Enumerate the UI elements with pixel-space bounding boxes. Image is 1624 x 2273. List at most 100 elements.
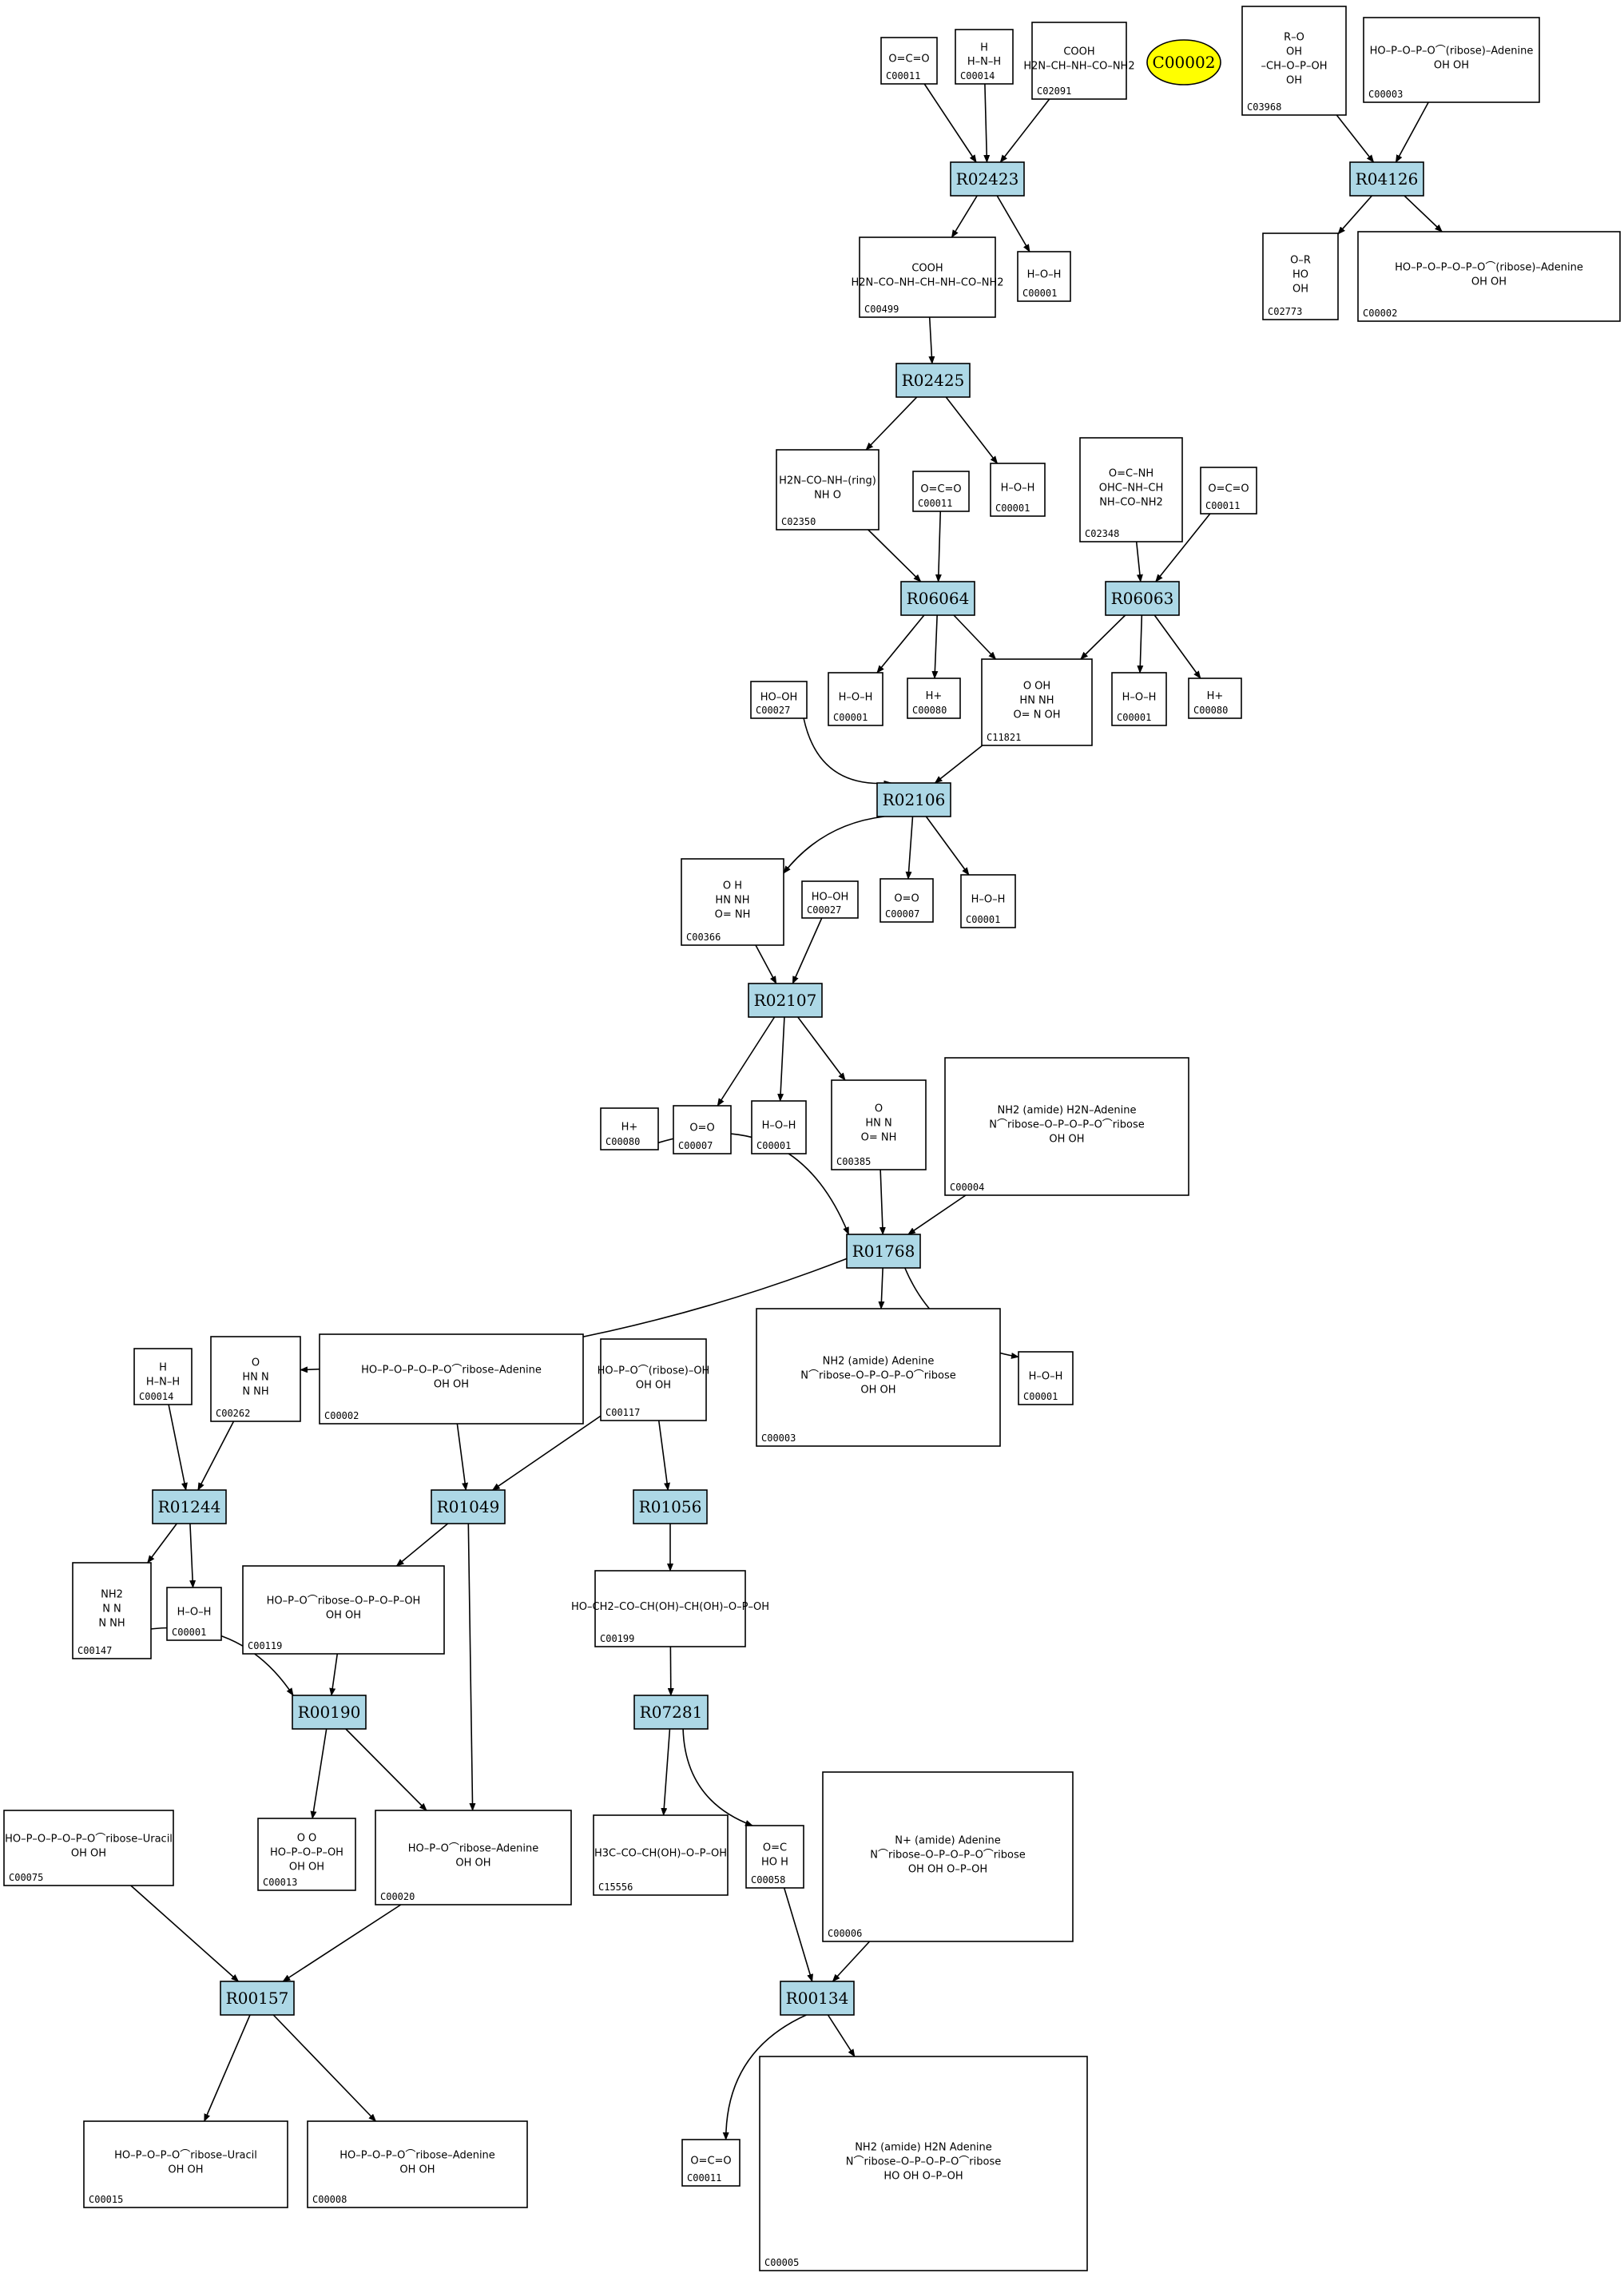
reaction-node-r02107[interactable]: R02107	[748, 983, 823, 1018]
structure-label: OH OH	[1471, 276, 1507, 288]
compound-id-label: C02350	[781, 516, 816, 527]
reaction-node-r02423[interactable]: R02423	[950, 161, 1025, 197]
reaction-node-r01049[interactable]: R01049	[431, 1489, 506, 1524]
compound-node-c00003-b[interactable]: NH2 (amide) AdenineN⌒ribose–O–P–O–P–O⌒ri…	[756, 1308, 1001, 1447]
reaction-label: R07281	[640, 1703, 703, 1722]
reaction-node-r00190[interactable]: R00190	[292, 1695, 367, 1730]
structure-label: HN NH	[1019, 694, 1054, 706]
compound-node-c00080-a[interactable]: H+C00080	[907, 678, 961, 719]
structure-label: H+	[621, 1121, 638, 1133]
compound-id-label: C00015	[89, 2194, 123, 2205]
reaction-node-r06063[interactable]: R06063	[1105, 581, 1180, 616]
reaction-node-r02425[interactable]: R02425	[895, 363, 971, 398]
reaction-node-r00134[interactable]: R00134	[780, 1981, 855, 2016]
compound-id-label: C00008	[312, 2194, 347, 2205]
reaction-box	[895, 363, 971, 398]
compound-box	[759, 2056, 1088, 2271]
reaction-box	[748, 983, 823, 1018]
edge-R06064-to-C00001_c	[876, 614, 925, 674]
structure-label: O–R	[1290, 254, 1311, 266]
reaction-node-r01244[interactable]: R01244	[152, 1489, 227, 1524]
structure-label: HO–P–O–P–O⌒(ribose)–Adenine	[1370, 45, 1534, 57]
compound-id-label: C00001	[1117, 712, 1151, 723]
compound-id-label: C00002	[1363, 308, 1397, 319]
structure-label: H	[159, 1361, 167, 1373]
structure-label: R–O	[1284, 31, 1304, 43]
compound-node-c00002-a[interactable]: HO–P–O–P–O–P–O⌒(ribose)–Adenine OH OH C000…	[1357, 231, 1621, 322]
compound-id-label: C00001	[756, 1140, 791, 1151]
reaction-label: R06063	[1111, 589, 1174, 608]
reaction-node-r04126[interactable]: R04126	[1349, 161, 1424, 197]
compound-box	[1363, 17, 1540, 103]
edge-R04126-to-C00002_a	[1404, 195, 1443, 232]
reaction-node-r01056[interactable]: R01056	[633, 1489, 708, 1524]
compound-box	[1017, 251, 1071, 302]
edge-R00134-to-C00011_d	[722, 2014, 807, 2140]
structure-label: O	[875, 1103, 883, 1115]
compound-node-c00004[interactable]: NH2 (amide) H2N–AdenineN⌒ribose–O–P–O–P–…	[944, 1057, 1189, 1196]
highlight-label: C00002	[1153, 53, 1216, 72]
compound-node-c00080-c[interactable]: H+C00080	[600, 1107, 659, 1150]
reaction-node-r01768[interactable]: R01768	[846, 1234, 921, 1269]
compound-node-c00080-b[interactable]: H+C00080	[1188, 678, 1242, 719]
compound-node-c00006[interactable]: N+ (amide) AdenineN⌒ribose–O–P–O–P–O⌒rib…	[822, 1771, 1074, 1942]
edge-C03968-to-R04126	[1336, 114, 1375, 163]
reaction-node-r06064[interactable]: R06064	[900, 581, 975, 616]
compound-node-c00005[interactable]: NH2 (amide) H2N AdenineN⌒ribose–O–P–O–P–…	[759, 2056, 1088, 2271]
edge-C00117-to-R01056	[657, 1420, 671, 1491]
structure-label: OH OH	[860, 1384, 895, 1396]
compound-box	[673, 1105, 732, 1154]
compound-id-label: C00119	[248, 1640, 282, 1651]
compound-id-label: C00003	[1368, 89, 1403, 100]
structure-label: HO–P–O–P–O–P–O⌒(ribose)–Adenine	[1395, 261, 1583, 273]
compound-node-c00002-top[interactable]: C00002	[1146, 39, 1221, 85]
edge-C00366-to-R02107	[755, 944, 777, 984]
edge-C00011_b-to-R06064	[935, 511, 942, 582]
compound-id-label: C00003	[761, 1433, 796, 1444]
reaction-node-r00157[interactable]: R00157	[220, 1981, 295, 2016]
reaction-node-r07281[interactable]: R07281	[633, 1695, 709, 1730]
reaction-node-r02106[interactable]: R02106	[876, 782, 951, 817]
